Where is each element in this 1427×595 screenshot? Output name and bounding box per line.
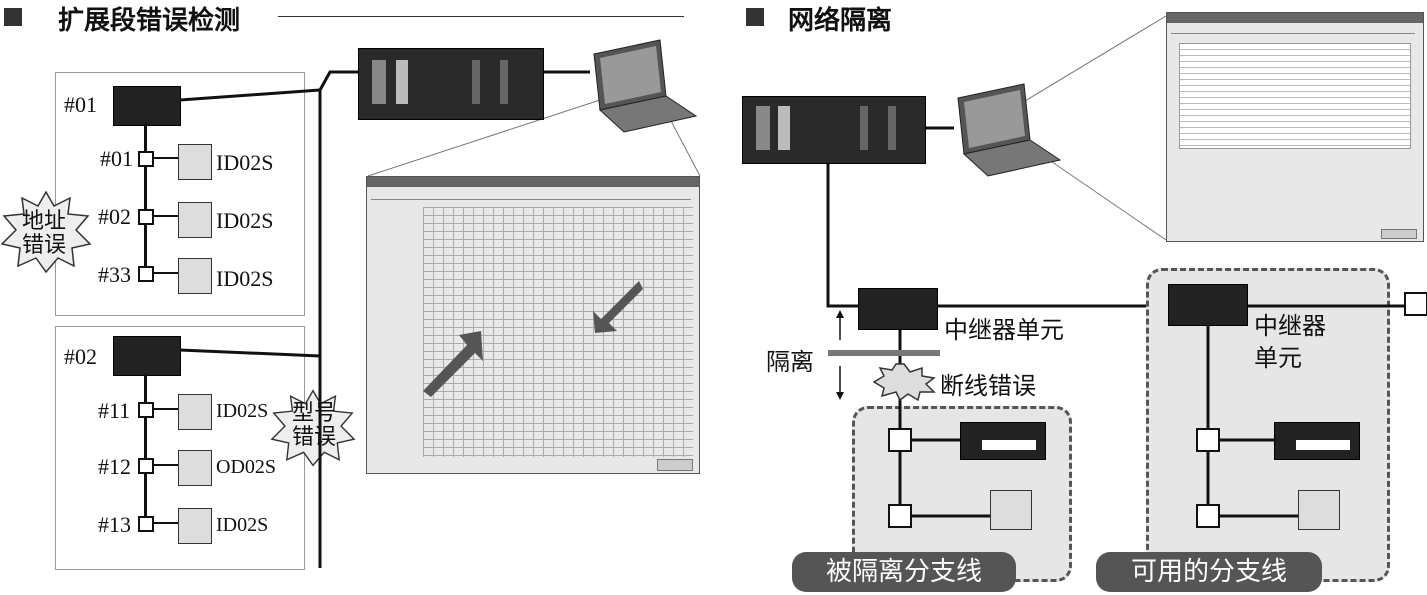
stub — [154, 408, 178, 410]
maintenance-window[interactable] — [366, 176, 700, 474]
slave-io-module[interactable] — [178, 202, 212, 238]
address-error-burst — [0, 190, 92, 274]
stub — [154, 157, 178, 159]
slave-node — [138, 209, 154, 225]
network-window[interactable] — [1166, 12, 1424, 242]
slave-model: ID02S — [216, 208, 274, 233]
heading-rule — [278, 16, 684, 17]
branch-node — [1196, 504, 1220, 528]
heading-bullet — [746, 8, 764, 26]
laptop-icon[interactable] — [948, 80, 1064, 180]
window-titlebar — [1167, 13, 1423, 23]
plc-slot — [500, 60, 508, 104]
slave-addr: #02 — [98, 204, 131, 229]
plc-slot — [756, 106, 770, 150]
slave-io-module[interactable] — [178, 144, 212, 180]
network-tree — [1179, 43, 1411, 149]
repeater-unit[interactable] — [1168, 284, 1248, 326]
model-error-burst — [270, 389, 356, 467]
stub — [154, 464, 178, 466]
branch-io-module[interactable] — [1298, 490, 1340, 530]
slave-addr: #12 — [98, 454, 131, 479]
slave-model: ID02S — [216, 514, 269, 536]
slave-addr: #13 — [98, 512, 131, 537]
slave-model: ID02S — [216, 150, 274, 175]
branch-module-label — [1296, 440, 1350, 450]
usable-branch-label: 可用的分支线 — [1096, 552, 1322, 592]
window-titlebar — [367, 177, 699, 187]
plc-rack[interactable] — [358, 48, 544, 120]
slave-io-module[interactable] — [178, 394, 212, 430]
branch-node — [1196, 428, 1220, 452]
slave-model: ID02S — [216, 266, 274, 291]
left-network-cables — [179, 70, 701, 568]
slave-addr: #33 — [98, 262, 131, 287]
isolation-label: 隔离 — [766, 348, 814, 376]
slave-io-module[interactable] — [178, 450, 212, 486]
repeater-label: 中继器 单元 — [1254, 312, 1326, 372]
laptop-icon[interactable] — [584, 36, 700, 136]
window-button[interactable] — [1381, 229, 1417, 239]
stub — [154, 215, 178, 217]
plc-slot — [888, 106, 896, 150]
break-error-label: 断线错误 — [940, 372, 1036, 400]
heading-bullet — [4, 8, 22, 26]
group2-trunk — [144, 374, 147, 522]
slave-node — [138, 402, 154, 418]
model-error-label: 型号 错误 — [292, 401, 337, 450]
isolation-bar — [828, 350, 940, 356]
group2-master-unit[interactable] — [113, 336, 181, 376]
group2-master-addr: #02 — [64, 344, 97, 369]
plc-slot — [372, 60, 386, 104]
repeater-label: 中继器单元 — [944, 316, 1064, 344]
status-grid — [423, 207, 693, 457]
plc-slot — [396, 60, 408, 104]
branch-io-module[interactable] — [990, 490, 1032, 530]
network-end-node — [1404, 292, 1427, 316]
slave-node — [138, 458, 154, 474]
isolated-branch-label: 被隔离分支线 — [792, 552, 1016, 592]
address-error-label: 地址 错误 — [22, 209, 67, 258]
branch-module-label — [982, 440, 1036, 450]
stub — [154, 522, 178, 524]
slave-addr: #11 — [98, 398, 131, 423]
group1-master-addr: #01 — [64, 92, 97, 117]
break-error-burst — [872, 363, 936, 402]
slave-io-module[interactable] — [178, 258, 212, 294]
plc-slot — [860, 106, 868, 150]
plc-slot — [472, 60, 480, 104]
slave-io-module[interactable] — [178, 508, 212, 544]
slave-model: OD02S — [216, 456, 277, 478]
repeater-unit[interactable] — [858, 288, 938, 330]
stub — [154, 272, 178, 274]
slave-addr: #01 — [100, 146, 133, 171]
branch-node — [888, 428, 912, 452]
highlight-arrow-icon — [423, 331, 483, 397]
branch-node — [888, 504, 912, 528]
group1-trunk — [144, 124, 147, 272]
slave-model: ID02S — [216, 400, 269, 422]
window-button[interactable] — [657, 459, 693, 471]
right-heading: 网络隔离 — [788, 6, 893, 36]
slave-node — [138, 516, 154, 532]
left-heading: 扩展段错误检测 — [58, 6, 241, 36]
plc-slot — [778, 106, 790, 150]
highlight-arrow-icon — [593, 281, 643, 333]
slave-node — [138, 151, 154, 167]
window-tab-strip — [371, 191, 691, 200]
window-tab-strip — [1171, 27, 1415, 34]
group1-master-unit[interactable] — [113, 86, 181, 126]
slave-node — [138, 266, 154, 282]
